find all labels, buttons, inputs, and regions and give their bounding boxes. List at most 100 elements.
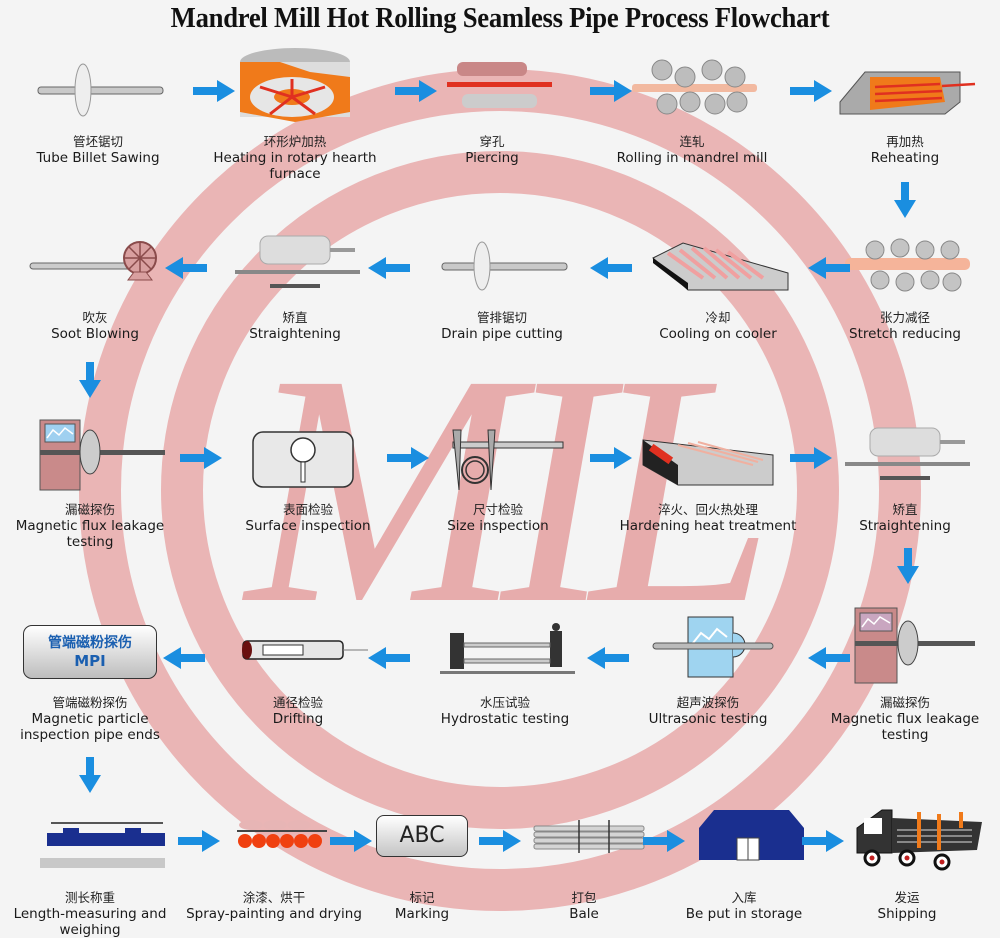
step-label-cn: 管排锯切 xyxy=(476,310,527,325)
arrow-left-icon xyxy=(368,647,410,669)
step-label-en: Be put in storage xyxy=(685,906,803,922)
ultrasonic-tester-icon xyxy=(633,603,783,693)
step-stretch-reducing: 张力减径 Stretch reducing xyxy=(815,218,995,342)
mpi-box-cn: 管端磁粉探伤 xyxy=(48,635,132,651)
arrow-left-icon xyxy=(587,647,629,669)
mandrel-mill-icon xyxy=(617,42,767,132)
step-label-cn: 环形炉加热 xyxy=(263,134,327,149)
step-label-en: Bale xyxy=(569,906,599,922)
heat-treatment-furnace-icon xyxy=(633,410,783,500)
step-label-en: Hardening heat treatment xyxy=(619,518,797,534)
arrow-right-icon xyxy=(387,447,429,469)
arrow-right-icon xyxy=(802,830,844,852)
caliper-icon xyxy=(423,410,573,500)
pipe-saw-icon xyxy=(427,218,577,308)
step-label-cn: 矫直 xyxy=(892,502,918,517)
step-surface-inspection: 表面检验 Surface inspection xyxy=(218,410,398,534)
step-label-cn: 测长称重 xyxy=(64,890,115,905)
step-flux-leakage-2: 漏磁探伤 Magnetic flux leakage testing xyxy=(815,603,995,743)
arrow-right-icon xyxy=(790,80,832,102)
arrow-right-icon xyxy=(193,80,235,102)
step-label-cn: 管坯锯切 xyxy=(72,134,123,149)
arrow-right-icon xyxy=(395,80,437,102)
arrow-left-icon xyxy=(165,257,207,279)
step-label-en: Shipping xyxy=(877,906,937,922)
step-label-cn: 漏磁探伤 xyxy=(879,695,930,710)
step-label-en: Spray-painting and drying xyxy=(186,906,362,922)
page-title: Mandrel Mill Hot Rolling Seamless Pipe P… xyxy=(170,2,830,34)
step-label-en: Piercing xyxy=(465,150,519,166)
arrow-right-icon xyxy=(590,447,632,469)
step-label-en: Surface inspection xyxy=(245,518,371,534)
step-flux-leakage-1: 漏磁探伤 Magnetic flux leakage testing xyxy=(0,410,180,550)
step-tube-billet-sawing: 管坯锯切 Tube Billet Sawing xyxy=(8,42,188,166)
step-label-en: Straightening xyxy=(249,326,341,342)
step-label-en: Length-measuring and weighing xyxy=(13,906,167,938)
step-label-cn: 冷却 xyxy=(705,310,731,325)
truck-icon xyxy=(832,798,982,888)
step-rotary-hearth-heating: 环形炉加热 Heating in rotary hearth furnace xyxy=(205,42,385,182)
step-soot-blowing: 吹灰 Soot Blowing xyxy=(5,218,185,342)
arrow-down-icon xyxy=(79,362,101,398)
step-label-cn: 连轧 xyxy=(679,134,705,149)
mpi-box-icon: 管端磁粉探伤 MPI xyxy=(15,603,165,693)
soot-blower-icon xyxy=(20,218,170,308)
step-label-en: Marking xyxy=(394,906,450,922)
step-length-measuring-weighing: 测长称重 Length-measuring and weighing xyxy=(0,798,180,938)
step-label-en: Ultrasonic testing xyxy=(648,711,768,727)
arrow-left-icon xyxy=(368,257,410,279)
scale-icon xyxy=(15,798,165,888)
arrow-down-icon xyxy=(79,757,101,793)
arrow-right-icon xyxy=(479,830,521,852)
step-label-en: Cooling on cooler xyxy=(659,326,777,342)
step-cooling: 冷却 Cooling on cooler xyxy=(628,218,808,342)
step-marking: ABC 标记 Marking xyxy=(332,798,512,922)
step-label-cn: 发运 xyxy=(894,890,920,905)
straightener-icon xyxy=(220,218,370,308)
step-label-cn: 再加热 xyxy=(886,134,924,149)
arrow-right-icon xyxy=(330,830,372,852)
step-label-en: Hydrostatic testing xyxy=(440,711,570,727)
step-size-inspection: 尺寸检验 Size inspection xyxy=(408,410,588,534)
arrow-down-icon xyxy=(894,182,916,218)
arrow-left-icon xyxy=(808,647,850,669)
arrow-right-icon xyxy=(178,830,220,852)
cooling-bed-icon xyxy=(643,218,793,308)
step-label-cn: 通径检验 xyxy=(272,695,323,710)
step-label-en: Heating in rotary hearth furnace xyxy=(213,150,377,182)
step-label-cn: 入库 xyxy=(731,890,757,905)
step-label-en: Reheating xyxy=(870,150,940,166)
step-label-cn: 表面检验 xyxy=(282,502,333,517)
step-label-cn: 漏磁探伤 xyxy=(64,502,115,517)
warehouse-icon xyxy=(669,798,819,888)
marking-box: ABC xyxy=(376,815,468,857)
step-label-cn: 尺寸检验 xyxy=(472,502,523,517)
step-label-en: Tube Billet Sawing xyxy=(36,150,160,166)
step-label-cn: 水压试验 xyxy=(479,695,530,710)
step-spray-painting-drying: 涂漆、烘干 Spray-painting and drying xyxy=(184,798,364,922)
step-label-en: Magnetic particle inspection pipe ends xyxy=(20,711,160,743)
step-label-cn: 淬火、回火热处理 xyxy=(657,502,758,517)
flux-leakage-tester-icon xyxy=(830,603,980,693)
step-magnetic-particle-inspection: 管端磁粉探伤 MPI 管端磁粉探伤 Magnetic particle insp… xyxy=(0,603,180,743)
step-label-cn: 标记 xyxy=(409,890,435,905)
arrow-left-icon xyxy=(163,647,205,669)
magnifier-icon xyxy=(233,410,383,500)
step-bale: 打包 Bale xyxy=(494,798,674,922)
step-piercing: 穿孔 Piercing xyxy=(402,42,582,166)
step-label-en: Stretch reducing xyxy=(849,326,961,342)
step-label-en: Rolling in mandrel mill xyxy=(616,150,768,166)
step-label-cn: 张力减径 xyxy=(879,310,930,325)
drift-gauge-icon xyxy=(223,603,373,693)
piercing-icon xyxy=(417,42,567,132)
arrow-left-icon xyxy=(590,257,632,279)
arrow-down-icon xyxy=(897,548,919,584)
step-mandrel-mill-rolling: 连轧 Rolling in mandrel mill xyxy=(602,42,782,166)
step-hydrostatic-testing: 水压试验 Hydrostatic testing xyxy=(415,603,595,727)
step-label-en: Size inspection xyxy=(447,518,549,534)
mpi-box-en: MPI xyxy=(74,652,106,670)
billet-saw-icon xyxy=(23,42,173,132)
arrow-right-icon xyxy=(590,80,632,102)
step-label-en: Straightening xyxy=(859,518,951,534)
step-label-cn: 打包 xyxy=(571,890,597,905)
